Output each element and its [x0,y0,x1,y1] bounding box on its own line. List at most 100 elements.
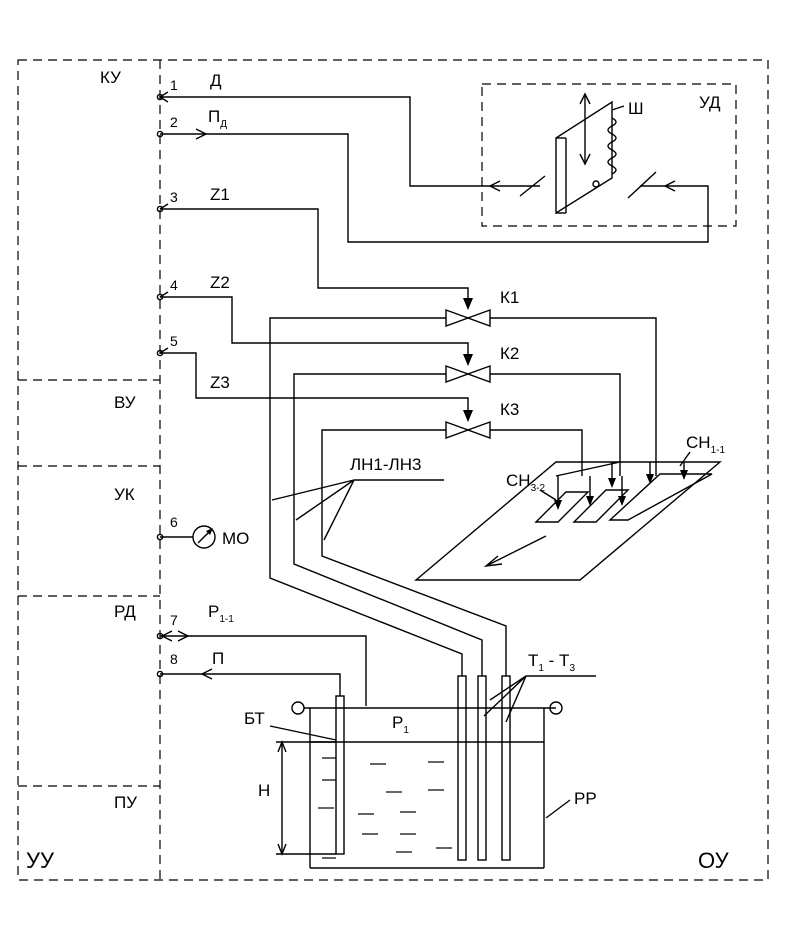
signal-z2-label: Z2 [210,273,230,292]
signal-z3-label: Z3 [210,373,230,392]
contact-right [627,171,657,199]
pivot-icon [592,180,600,188]
k1-actuator-arrow [463,298,473,310]
tubes-label: Т1 - Т3 [528,651,575,674]
motion-arrow-head-down [579,153,591,166]
ud-frame [481,83,737,227]
wire-d-arrow [158,91,169,103]
lines-leader [271,479,355,501]
level-dimension-arrow [277,843,287,856]
valve-k3-left [445,421,471,439]
k2-actuator-arrow [463,354,473,366]
nozzle-icon [680,470,688,480]
block-ku-label: КУ [100,68,121,87]
tubes-leader [489,675,527,701]
nozzle-icon [586,496,594,506]
tubes-leader [483,675,527,717]
pipe-ln1-right [490,317,657,462]
pipe-ln2-right [490,373,621,462]
valve-k2 [445,365,491,383]
level-sensor [335,695,345,855]
nozzle-a-label: СН3-2 [506,471,545,494]
tube-t2 [477,675,487,861]
terminal-6-number: 6 [170,514,178,530]
contact-left [519,175,546,197]
block-vu-label: ВУ [114,393,136,412]
tank-ring-left [291,701,305,715]
signal-z1-label: Z1 [210,185,230,204]
nozzle-leader [679,451,691,467]
wire-p-arrow [200,668,213,680]
valve-k1-right [465,309,491,327]
nozzle-b-label: СН1-1 [686,433,725,456]
terminal-3-number: 3 [170,189,178,205]
reservoir-label: РР [574,789,597,808]
level-dimension-arrow [277,740,287,753]
signal-p11-label: P1-1 [208,602,234,625]
valve-k1-label: К1 [500,288,519,307]
wire-z1 [160,208,469,302]
tank-leader [269,725,337,741]
shaft-leader [611,105,625,111]
block-rd-label: РД [114,602,136,621]
tube-t1 [457,675,467,861]
wire-z3 [160,352,469,414]
pipe-ln2-left [293,373,483,676]
switch-tick [159,347,169,354]
direction-arrow-head [483,555,503,567]
pipe-ln3-left [321,429,507,676]
wire-d-arrow-mid [488,180,501,192]
valve-k2-left [445,365,471,383]
valve-k2-label: К2 [500,344,519,363]
nozzle-icon [618,496,626,506]
drive-plate [555,100,613,215]
signal-p-label: П [212,649,224,668]
tube-t3 [501,675,511,861]
wire-p11 [160,635,367,706]
wire-pd-arrow [195,128,208,140]
nozzle-leader [539,489,557,501]
nozzle-icon [608,478,616,488]
block-ud-label: УД [699,93,721,112]
valve-k3-label: К3 [500,400,519,419]
nozzle-rail [555,461,621,477]
level-label: Н [258,781,270,800]
outer-frame [17,59,769,881]
valve-k2-right [465,365,491,383]
motion-arrow-head-up [579,92,591,105]
terminal-2-number: 2 [170,114,178,130]
signal-mo-label: МО [222,529,249,548]
lines-label: ЛН1-ЛН3 [350,455,421,474]
spring-icon [607,117,617,175]
tank-label: БТ [244,709,265,728]
tank [269,675,596,869]
k3-actuator-arrow [463,410,473,422]
signal-pd-label: ПД [208,107,227,130]
block-pu-label: ПУ [114,793,137,812]
wire-d [160,96,540,187]
field-surface [414,461,722,581]
valve-k3-right [465,421,491,439]
shaft-label: Ш [628,99,644,118]
terminal-8-number: 8 [170,651,178,667]
pipe-ln3-right [490,429,583,462]
wire-pd-arrow-mid [663,180,676,192]
block-uk-label: УК [114,485,135,504]
lines-leader [323,479,355,541]
switch-tick [159,291,169,298]
tank-ring-right [549,701,563,715]
block-uu-label: УУ [26,848,55,873]
wire-pd [160,133,709,243]
valve-k1 [445,309,491,327]
wire-p11-arrow-left [160,630,173,642]
terminal-7-number: 7 [170,612,178,628]
nozzle-field [414,451,722,581]
lines-leader [295,479,355,521]
strip-1 [534,491,590,523]
gauge-needle-tip [206,528,213,535]
valve-k3 [445,421,491,439]
tubes-leader [505,675,527,723]
pressure-label: P1 [392,713,409,736]
